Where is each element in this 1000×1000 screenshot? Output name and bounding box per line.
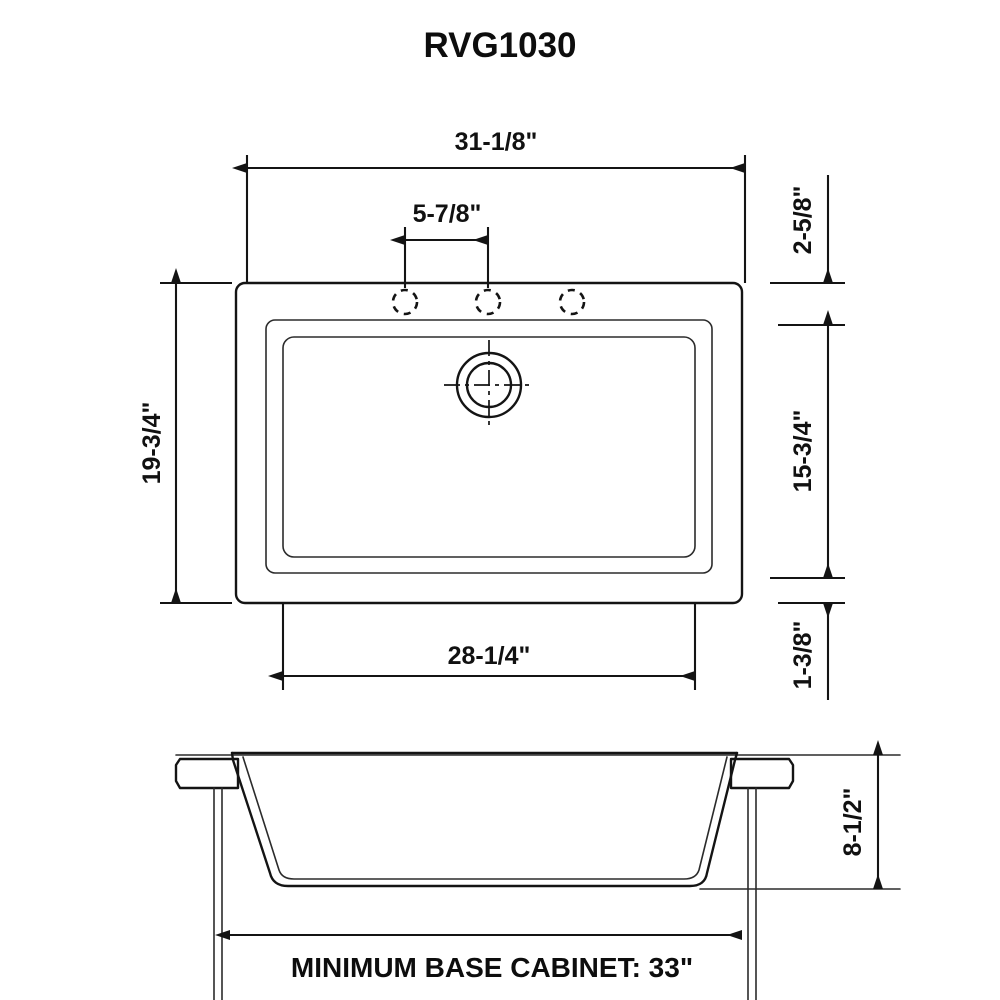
- drain-assembly: [444, 340, 534, 430]
- dimension-faucet-spacing: 5-7/8": [390, 200, 490, 288]
- faucet-hole-center: [474, 288, 502, 316]
- dim-label-bowl-width: 28-1/4": [448, 642, 531, 670]
- dim-label-overall-depth: 19-3/4": [138, 402, 166, 485]
- dim-label-bowl-height: 8-1/2": [839, 788, 867, 857]
- dimension-overall-depth: 19-3/4": [138, 268, 232, 605]
- basin-outer-profile: [230, 751, 739, 888]
- dimension-overall-width: 31-1/8": [232, 128, 747, 283]
- page-title: RVG1030: [423, 26, 576, 65]
- dim-label-overall-width: 31-1/8": [455, 128, 538, 156]
- faucet-hole-left: [391, 288, 419, 316]
- mounting-clip-left: [174, 757, 240, 1000]
- dimension-bowl-width: 28-1/4": [268, 603, 697, 690]
- faucet-hole-right: [558, 288, 586, 316]
- basin-inner-profile: [242, 756, 728, 880]
- dim-label-rim-to-bowl-top: 2-5/8": [789, 186, 817, 255]
- dim-label-bowl-depth: 15-3/4": [789, 410, 817, 493]
- dimension-bowl-to-rim-bottom: 1-3/8": [789, 603, 833, 700]
- dimension-minimum-base-cabinet: MINIMUM BASE CABINET: 33": [215, 930, 742, 983]
- clip-body-right: [729, 757, 795, 790]
- sink-outer-rim: [234, 281, 744, 605]
- dimension-bowl-height: 8-1/2": [839, 740, 883, 889]
- faucet-hole-group: [391, 288, 586, 316]
- top-view-sink-body: [234, 281, 744, 605]
- clip-body-left: [174, 757, 240, 790]
- dim-label-faucet-spacing: 5-7/8": [413, 200, 482, 228]
- sink-rim-ledge: [265, 319, 713, 574]
- sink-bowl-opening: [282, 336, 696, 558]
- mounting-clip-right: [729, 757, 795, 1000]
- right-dimension-chain: 2-5/8" 15-3/4" 1-3/8": [770, 175, 845, 700]
- caption-minimum-base-cabinet: MINIMUM BASE CABINET: 33": [291, 952, 693, 983]
- dim-label-bowl-to-rim-bottom: 1-3/8": [789, 621, 817, 690]
- dimension-rim-to-bowl-top: 2-5/8": [789, 175, 833, 283]
- dimension-bowl-depth: 15-3/4": [789, 310, 833, 578]
- section-view: 8-1/2" MINIMUM BASE CABINET: 33": [174, 740, 901, 1000]
